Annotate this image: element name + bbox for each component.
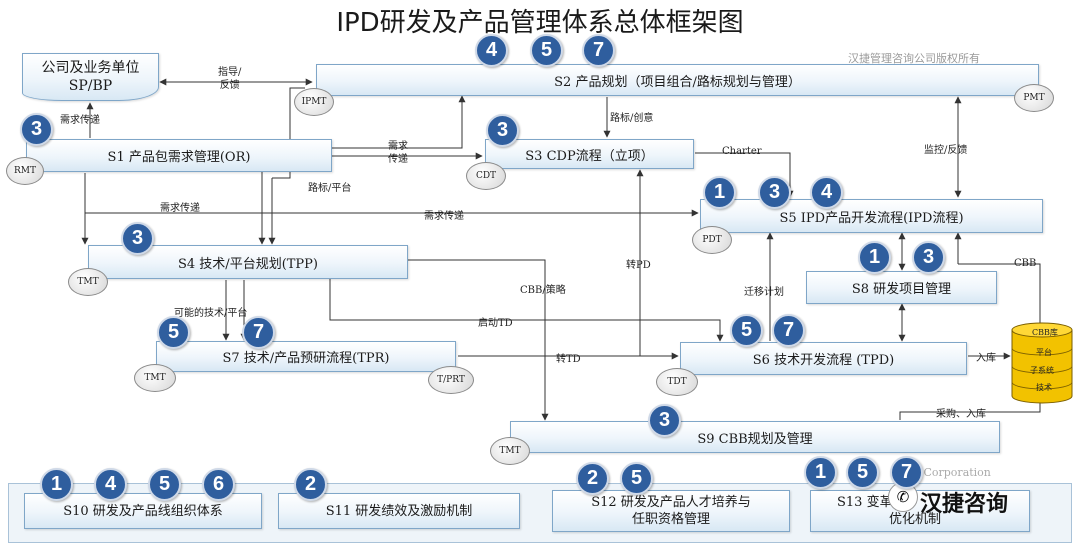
copyright-note: 汉捷管理咨询公司版权所有 (848, 52, 980, 65)
edge-label-migration: 迁移计划 (744, 287, 784, 298)
node-s13-line2: 优化机制 (889, 512, 942, 527)
edge-label-turn-pd: 转PD (626, 260, 651, 271)
badge-s6-1: 5 (730, 314, 763, 347)
role-cdt: CDT (466, 162, 506, 190)
edge-label-roadmap-platform: 路标/平台 (308, 183, 352, 194)
node-s8[interactable]: S8 研发项目管理 (806, 271, 997, 304)
badge-s2-3: 7 (582, 34, 615, 67)
node-sp-bp-line2: SP/BP (68, 78, 113, 94)
role-tdt: TDT (656, 368, 698, 396)
cbb-db-row-subsystem: 子系统 (1030, 366, 1054, 375)
role-tmt-s9: TMT (490, 437, 530, 465)
node-s13-line1: S13 变革 (837, 495, 893, 510)
badge-s7-1: 5 (157, 316, 190, 349)
edge-label-req-pass-2-line1: 需求 (388, 141, 408, 152)
edge-label-cbb: CBB (1014, 258, 1037, 269)
page-title: IPD研发及产品管理体系总体框架图 (336, 8, 744, 38)
badge-s13-1: 1 (804, 456, 837, 489)
edge-label-req-pass-3: 需求传递 (160, 203, 200, 214)
node-s1[interactable]: S1 产品包需求管理(OR) (26, 139, 332, 172)
edge-label-req-pass-2: 需求 传递 (388, 140, 408, 166)
badge-s6-2: 7 (772, 314, 805, 347)
badge-s8-2: 3 (912, 241, 945, 274)
node-s2[interactable]: S2 产品规划（项目组合/路标规划与管理） (316, 64, 1039, 96)
role-pdt: PDT (692, 226, 732, 254)
badge-s10-4: 6 (202, 468, 235, 501)
edge-label-req-pass-4: 需求传递 (424, 211, 464, 222)
edge-label-start-td: 启动TD (478, 318, 513, 329)
edge-label-possible-tech: 可能的技术/平台 (174, 308, 248, 319)
role-tprt: T/PRT (428, 366, 474, 394)
badge-s2-2: 5 (530, 34, 563, 67)
badge-s7-2: 7 (242, 316, 275, 349)
edge-label-guide-line2: 反馈 (219, 80, 240, 91)
cbb-db-row-platform: 平台 (1036, 348, 1052, 357)
brand-name: 汉捷咨询 (920, 492, 1009, 517)
role-tmt-s4: TMT (68, 268, 108, 296)
badge-s5-1: 1 (703, 176, 736, 209)
role-tmt-s7: TMT (134, 364, 176, 392)
cbb-db-row-tech: 技术 (1036, 383, 1052, 392)
edge-label-monitor: 监控/反馈 (924, 145, 968, 156)
role-rmt: RMT (6, 157, 44, 185)
edge-label-charter: Charter (722, 146, 762, 157)
node-sp-bp[interactable]: 公司及业务单位 SP/BP (22, 53, 159, 101)
cbb-database-icon (1011, 322, 1073, 404)
node-s12[interactable]: S12 研发及产品人才培养与 任职资格管理 (552, 490, 790, 532)
edge-label-warehouse-in: 入库 (976, 353, 996, 364)
badge-s5-2: 3 (758, 176, 791, 209)
badge-s13-3: 7 (890, 456, 923, 489)
node-s6[interactable]: S6 技术开发流程 (TPD) (680, 342, 967, 375)
badge-s10-3: 5 (148, 468, 181, 501)
node-s7[interactable]: S7 技术/产品预研流程(TPR) (156, 341, 456, 372)
badge-s8-1: 1 (858, 241, 891, 274)
node-s12-line1: S12 研发及产品人才培养与 (591, 495, 751, 510)
node-s12-line2: 任职资格管理 (631, 512, 710, 527)
edge-label-cbb-strategy: CBB/策略 (520, 285, 566, 296)
badge-s11-1: 2 (294, 468, 327, 501)
badge-s10-2: 4 (94, 468, 127, 501)
watermark-corp: get Corporation (902, 466, 991, 479)
node-s4[interactable]: S4 技术/平台规划(TPP) (88, 245, 408, 279)
node-sp-bp-line1: 公司及业务单位 (41, 60, 140, 76)
role-ipmt: IPMT (294, 88, 334, 116)
node-s13[interactable]: S13 变革 优化机制 (810, 490, 1030, 532)
badge-s12-1: 2 (576, 462, 609, 495)
cbb-db-title: CBB库 (1032, 328, 1058, 337)
badge-s3-1: 3 (486, 114, 519, 147)
node-s9[interactable]: S9 CBB规划及管理 (510, 421, 1000, 453)
badge-s10-1: 1 (40, 468, 73, 501)
badge-s5-3: 4 (810, 176, 843, 209)
badge-s13-2: 5 (846, 456, 879, 489)
badge-s4-1: 3 (121, 222, 154, 255)
badge-s12-2: 5 (620, 462, 653, 495)
edge-label-turn-td: 转TD (556, 354, 581, 365)
edge-label-purchase-in: 采购、入库 (936, 409, 986, 420)
badge-s2-1: 4 (475, 34, 508, 67)
edge-label-roadmap-creative: 路标/创意 (610, 113, 654, 124)
badge-s1-1: 3 (20, 113, 53, 146)
node-s3[interactable]: S3 CDP流程（立项） (485, 139, 694, 169)
badge-s9-1: 3 (648, 404, 681, 437)
edge-label-req-pass-2-line2: 传递 (388, 154, 408, 165)
edge-label-guide: 指导/ 反馈 (218, 66, 241, 92)
edge-label-guide-line1: 指导/ (218, 67, 242, 78)
edge-label-req-pass-1: 需求传递 (60, 115, 100, 126)
role-pmt: PMT (1014, 84, 1054, 112)
node-s5[interactable]: S5 IPD产品开发流程(IPD流程) (700, 199, 1043, 233)
